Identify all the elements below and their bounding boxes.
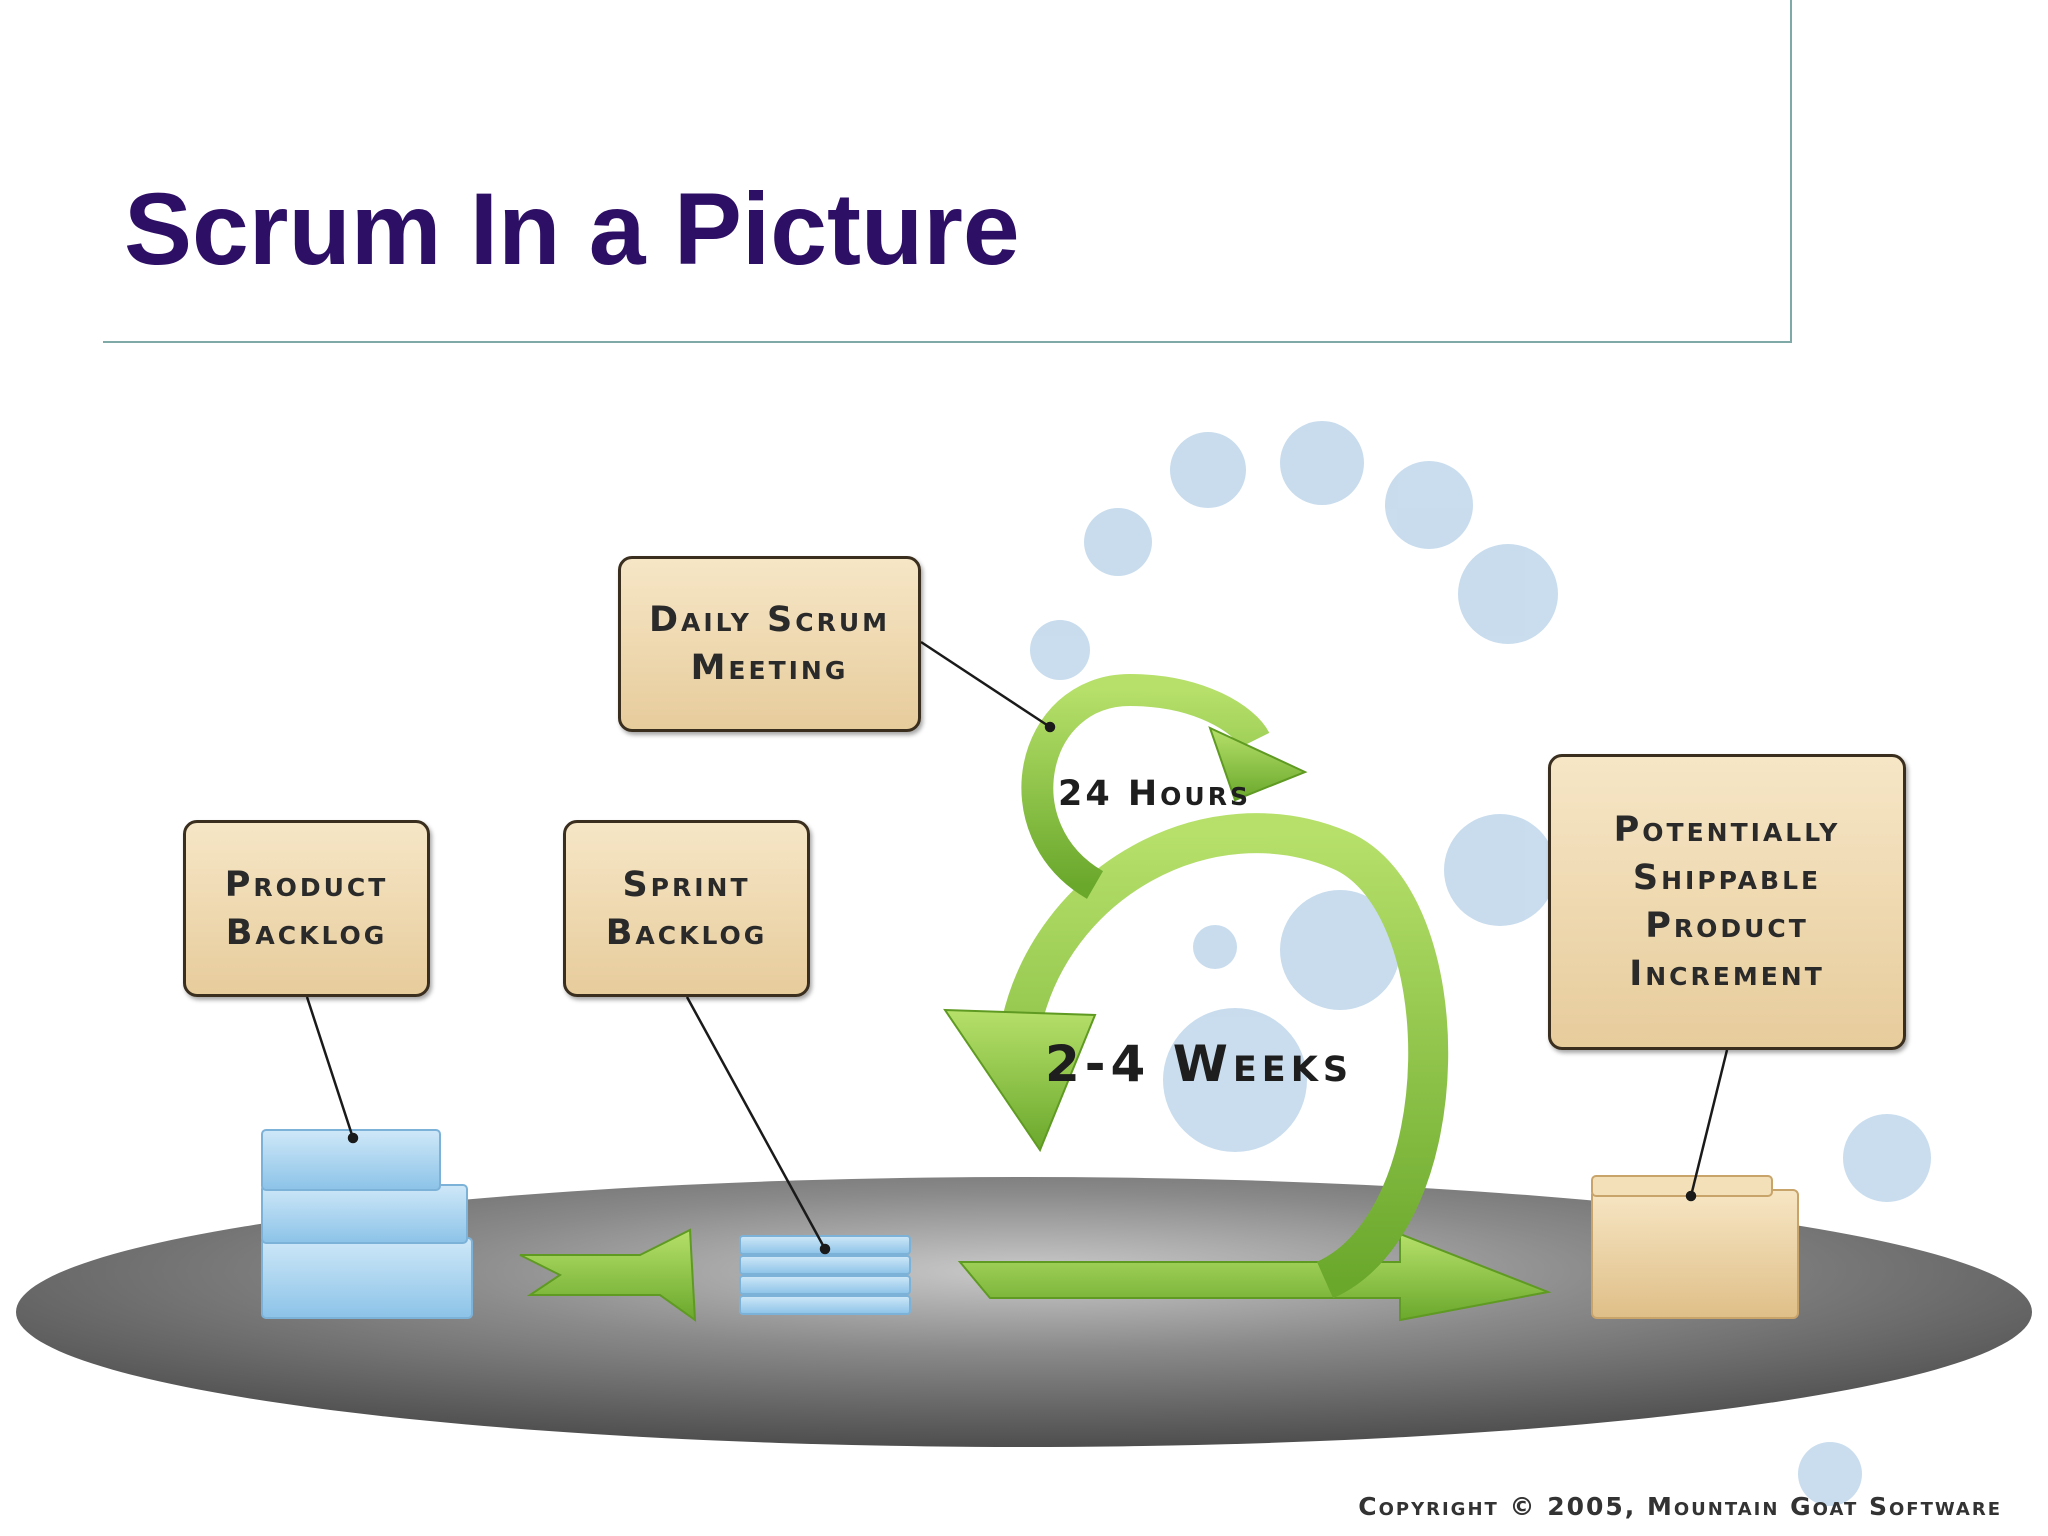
daily-loop-arrow — [1021, 673, 1270, 899]
copyright-notice: Copyright © 2005, Mountain Goat Software — [1358, 1492, 2002, 1521]
sprint-backlog-stack — [739, 1235, 911, 1315]
slide-title: Scrum In a Picture — [124, 172, 1020, 286]
sprint-loop-arrow — [1000, 813, 1449, 1299]
sprint-layer — [739, 1295, 911, 1315]
title-frame-vertical-rule — [1790, 0, 1792, 343]
sprint-leader-dot — [819, 1243, 831, 1255]
product-increment-box: Potentially Shippable Product Increment — [1548, 754, 1906, 1050]
product-backlog-stack — [261, 1129, 473, 1319]
bubble — [1843, 1114, 1931, 1202]
bubble — [1163, 1008, 1307, 1152]
box-body — [1591, 1189, 1799, 1319]
bubble — [1170, 432, 1246, 508]
daily-scrum-meeting-box: Daily Scrum Meeting — [618, 556, 921, 732]
backlog-block — [261, 1237, 473, 1319]
box-top — [1591, 1175, 1773, 1197]
bubble — [1084, 508, 1152, 576]
bubble — [1193, 925, 1237, 969]
sprint-layer — [739, 1255, 911, 1275]
daily-loop-head — [1208, 726, 1308, 802]
bubble — [1385, 461, 1473, 549]
sprint-backlog-box: Sprint Backlog — [563, 820, 810, 997]
bubble — [1798, 1442, 1862, 1506]
sprint-cycle-label: 2-4 Weeks — [1045, 1035, 1354, 1093]
bubble — [1444, 814, 1556, 926]
backlog-block — [261, 1184, 468, 1244]
product-leader-line — [305, 996, 355, 1139]
callout-lines — [305, 640, 1729, 1255]
bubble — [1280, 890, 1400, 1010]
title-frame-horizontal-rule — [103, 341, 1792, 343]
sprint-flow-arrow — [957, 1232, 1552, 1322]
backlog-to-sprint-arrow — [519, 1228, 697, 1323]
bubble — [1458, 544, 1558, 644]
daily-cycle-label: 24 Hours — [1058, 774, 1251, 814]
bubble — [1030, 620, 1090, 680]
sprint-loop-head — [943, 1008, 1097, 1153]
sprint-leader-line — [685, 996, 827, 1250]
sprint-layer — [739, 1275, 911, 1295]
product-leader-dot — [347, 1132, 359, 1144]
daily-leader-dot — [1044, 721, 1056, 733]
product-backlog-box: Product Backlog — [183, 820, 430, 997]
green-arrows — [519, 673, 1552, 1323]
increment-leader-dot — [1685, 1190, 1697, 1202]
background-bubbles — [1030, 421, 1931, 1506]
shippable-product-box — [1591, 1175, 1799, 1319]
increment-leader-line — [1689, 1049, 1729, 1197]
bubble — [1280, 421, 1364, 505]
daily-leader-line — [920, 640, 1051, 729]
platform-disc — [16, 1177, 2032, 1447]
